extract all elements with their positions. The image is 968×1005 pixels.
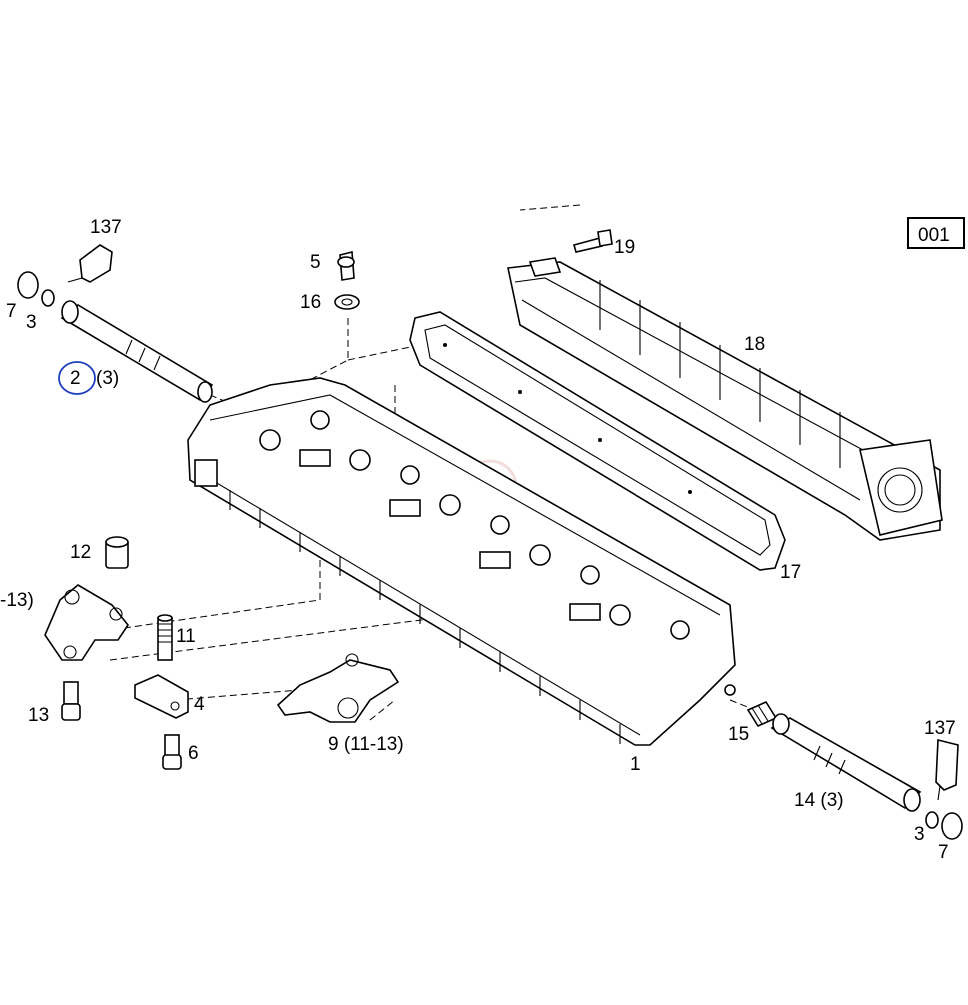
ring-3-right xyxy=(925,811,939,829)
callout-137-right: 137 xyxy=(924,718,956,739)
rocker-shaft-2 xyxy=(60,300,214,403)
head-bosses xyxy=(259,410,690,640)
callout-13-range: -13) xyxy=(0,590,34,611)
callout-6: 6 xyxy=(188,743,199,764)
rocker-arm-left xyxy=(44,584,129,661)
callout-11: 11 xyxy=(176,626,196,647)
diagram-id: 001 xyxy=(918,225,950,246)
callout-5: 5 xyxy=(310,252,321,273)
callout-18: 18 xyxy=(744,334,765,355)
pin-13 xyxy=(61,681,81,721)
callout-13: 13 xyxy=(28,705,49,726)
sleeve-12 xyxy=(105,536,129,569)
bolt-6 xyxy=(162,734,182,770)
callout-1: 1 xyxy=(630,754,641,775)
callout-7-right: 7 xyxy=(938,842,949,863)
bracket-4 xyxy=(134,674,189,719)
adjust-screw-11 xyxy=(157,614,173,661)
callout-3-right: 3 xyxy=(914,824,925,845)
gasket xyxy=(409,311,786,571)
bolt-19 xyxy=(573,229,613,253)
callout-2: 2 xyxy=(70,368,81,389)
tube-137-right xyxy=(935,738,959,801)
callout-9: 9 (11-13) xyxy=(328,734,404,755)
callout-3-left: 3 xyxy=(26,312,37,333)
callout-7-left: 7 xyxy=(6,301,17,322)
cylinder-head xyxy=(187,377,736,746)
highlight-circle xyxy=(58,361,96,395)
rocker-housing xyxy=(507,257,943,541)
plug-7-right xyxy=(941,812,963,840)
callout-4: 4 xyxy=(194,694,205,715)
callout-16: 16 xyxy=(300,292,321,313)
callout-2-qty: (3) xyxy=(96,368,119,389)
washer-16 xyxy=(334,294,360,310)
callout-15: 15 xyxy=(728,724,749,745)
ring-3-left xyxy=(41,289,55,307)
rocker-arm-9 xyxy=(276,653,400,723)
callout-14: 14 (3) xyxy=(794,790,844,811)
diagram-id-box: 001 xyxy=(907,217,965,249)
callout-137-left: 137 xyxy=(90,217,122,238)
tube-137-left xyxy=(67,244,113,283)
callout-19: 19 xyxy=(614,237,635,258)
callout-labels: 137 7 3 2 (3) 5 16 19 18 17 12 -13) 11 1… xyxy=(0,217,956,863)
plug-7-left xyxy=(17,271,39,299)
rocker-shaft-14 xyxy=(770,713,922,812)
fitting-15 xyxy=(746,700,778,728)
bolt-5 xyxy=(337,250,355,281)
callout-12: 12 xyxy=(70,542,91,563)
callout-17: 17 xyxy=(780,562,801,583)
